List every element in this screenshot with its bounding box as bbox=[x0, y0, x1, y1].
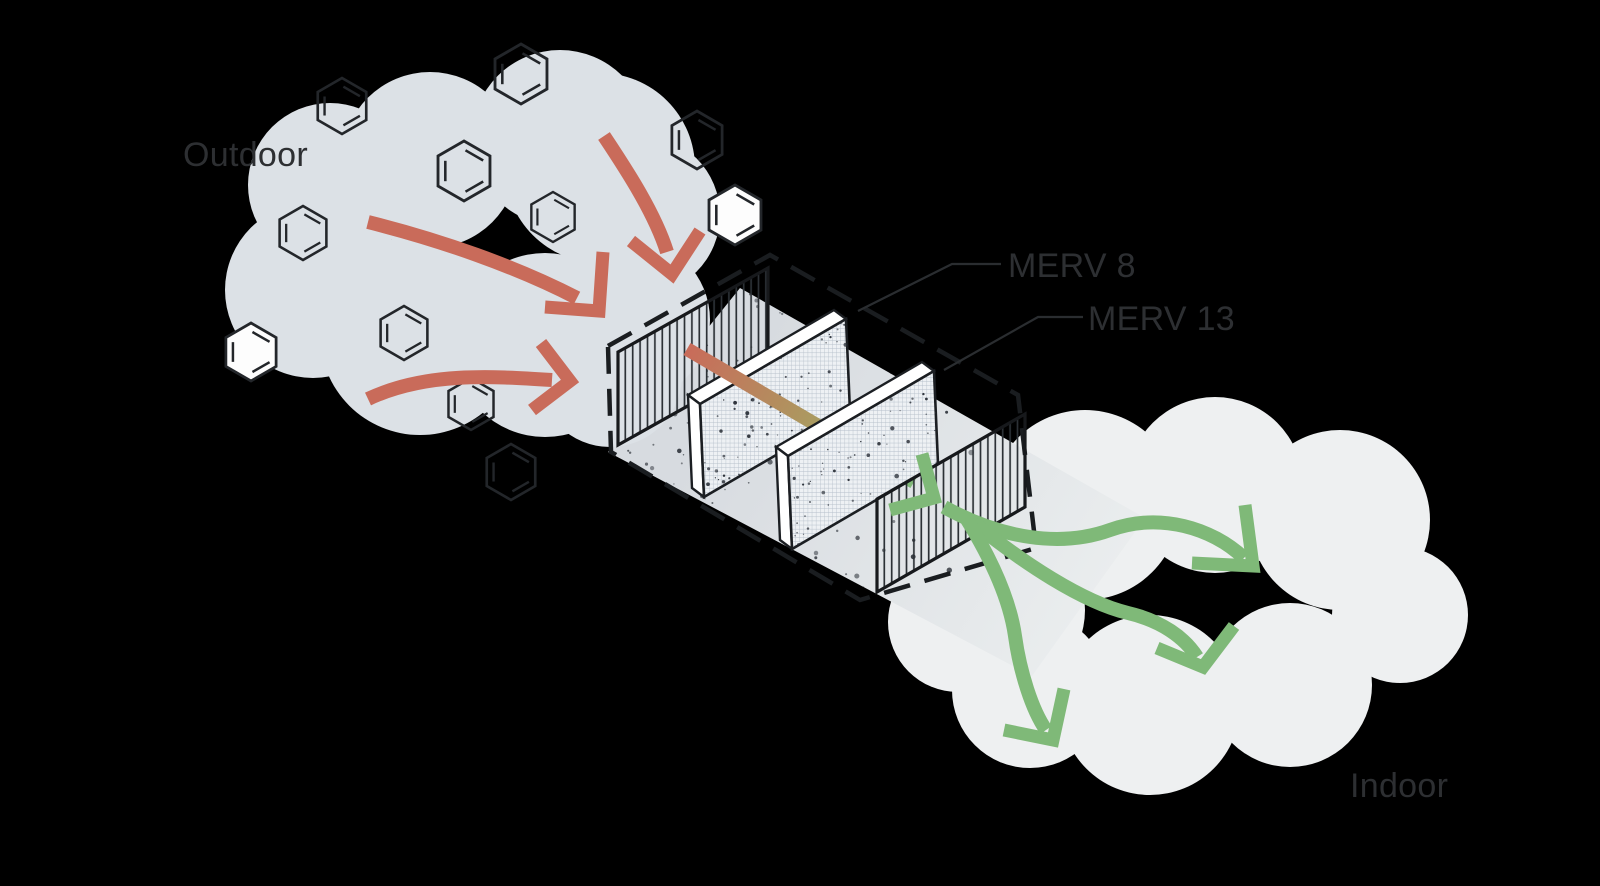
merv13-leader-line bbox=[943, 315, 1083, 371]
clean-air-arrows bbox=[940, 500, 1261, 748]
outdoor-label: Outdoor bbox=[183, 136, 308, 174]
polluted-arrow-shaft bbox=[365, 370, 553, 406]
filter-transition-arrow-head bbox=[888, 452, 942, 517]
benzene-ring-icon bbox=[278, 204, 328, 262]
indoor-label: Indoor bbox=[1350, 767, 1448, 805]
clean-arrow-head bbox=[1191, 504, 1261, 573]
merv8-label: MERV 8 bbox=[1008, 247, 1136, 285]
benzene-ring-icon bbox=[485, 442, 537, 502]
benzene-ring-icon bbox=[707, 183, 763, 247]
clean-arrow-shaft bbox=[969, 517, 1203, 661]
polluted-arrow-shaft bbox=[598, 132, 674, 255]
polluted-arrow-head bbox=[528, 339, 580, 416]
clean-arrow-head bbox=[1154, 622, 1240, 675]
benzene-ring-icon bbox=[436, 139, 492, 203]
benzene-ring-icon bbox=[316, 76, 368, 136]
merv13-label: MERV 13 bbox=[1088, 300, 1235, 338]
outdoor-air-cloud bbox=[225, 50, 720, 447]
duct-dashed-outline bbox=[605, 252, 1039, 603]
polluted-arrow-head bbox=[544, 251, 610, 318]
benzene-ring-icon bbox=[530, 190, 576, 244]
clean-arrow-shaft bbox=[940, 500, 1249, 564]
polluted-air-arrows bbox=[365, 132, 706, 416]
pollutant-molecules bbox=[224, 42, 763, 502]
filter-panel-merv13 bbox=[773, 360, 940, 552]
benzene-ring-icon bbox=[670, 109, 724, 171]
benzene-ring-icon bbox=[493, 42, 549, 106]
clean-arrow-shaft bbox=[960, 514, 1052, 735]
merv8-leader-line bbox=[857, 262, 1001, 312]
polluted-arrow-shaft bbox=[366, 215, 581, 305]
benzene-ring-icon bbox=[447, 376, 495, 432]
benzene-ring-icon bbox=[379, 304, 429, 362]
clean-arrow-head bbox=[1002, 687, 1071, 748]
polluted-arrow-head bbox=[626, 227, 706, 284]
benzene-ring-icon bbox=[224, 321, 278, 383]
